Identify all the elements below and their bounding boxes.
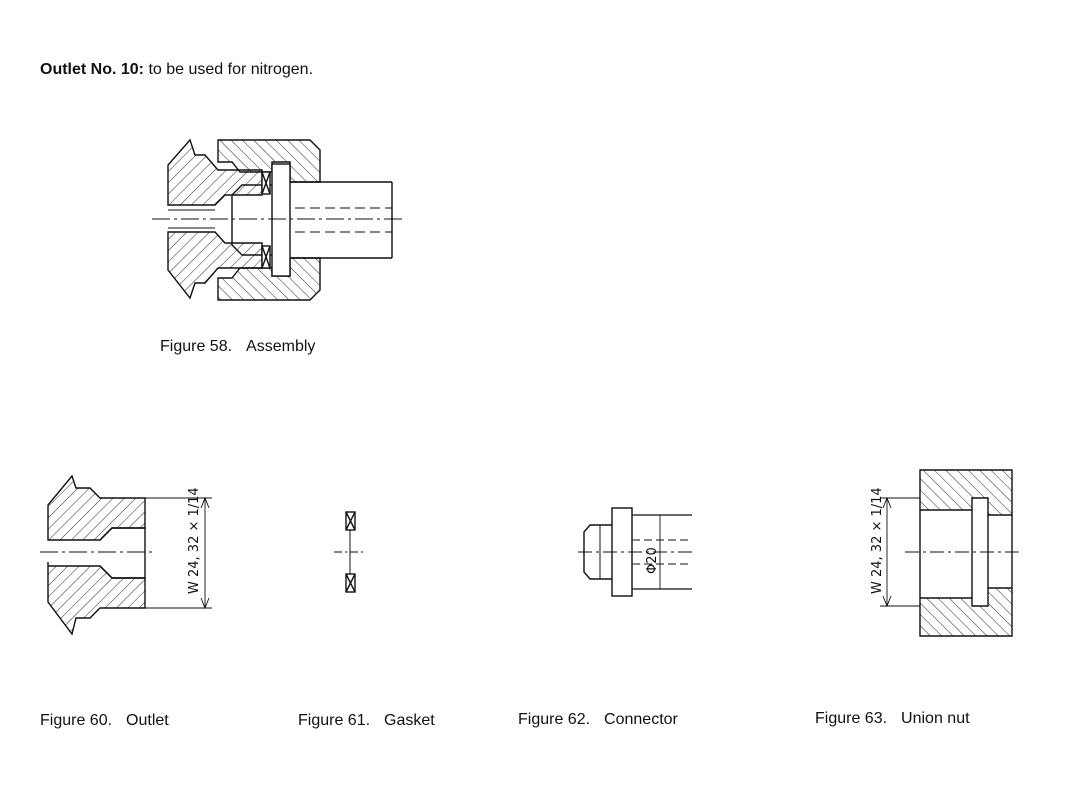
- caption-number: Figure 61.: [298, 712, 371, 729]
- caption-label: Outlet: [126, 712, 169, 729]
- caption-label: Union nut: [901, 710, 970, 727]
- caption-figure-62: Figure 62. Connector: [518, 711, 678, 729]
- outlet-number: Outlet No. 10:: [40, 61, 145, 78]
- union-nut-drawing: [880, 469, 1022, 637]
- page-heading: Outlet No. 10: to be used for nitrogen.: [40, 61, 313, 79]
- caption-number: Figure 58.: [160, 338, 233, 355]
- caption-number: Figure 60.: [40, 712, 113, 729]
- outlet-usage: to be used for nitrogen.: [144, 61, 314, 78]
- caption-label: Connector: [604, 711, 678, 728]
- gasket-drawing: [334, 511, 364, 593]
- assembly-drawing: [152, 138, 402, 301]
- caption-number: Figure 62.: [518, 711, 591, 728]
- outlet-drawing: [40, 474, 212, 636]
- union-nut-thread-dimension: W 24, 32 × 1/14: [870, 487, 885, 594]
- caption-label: Assembly: [246, 338, 316, 355]
- caption-number: Figure 63.: [815, 710, 888, 727]
- caption-figure-58: Figure 58. Assembly: [160, 338, 315, 356]
- connector-diameter-dimension: Φ20: [645, 547, 660, 574]
- caption-label: Gasket: [384, 712, 435, 729]
- connector-drawing: [578, 507, 695, 597]
- caption-figure-61: Figure 61. Gasket: [298, 712, 435, 730]
- outlet-thread-dimension: W 24, 32 × 1/14: [187, 487, 202, 594]
- caption-figure-60: Figure 60. Outlet: [40, 712, 169, 730]
- caption-figure-63: Figure 63. Union nut: [815, 710, 970, 728]
